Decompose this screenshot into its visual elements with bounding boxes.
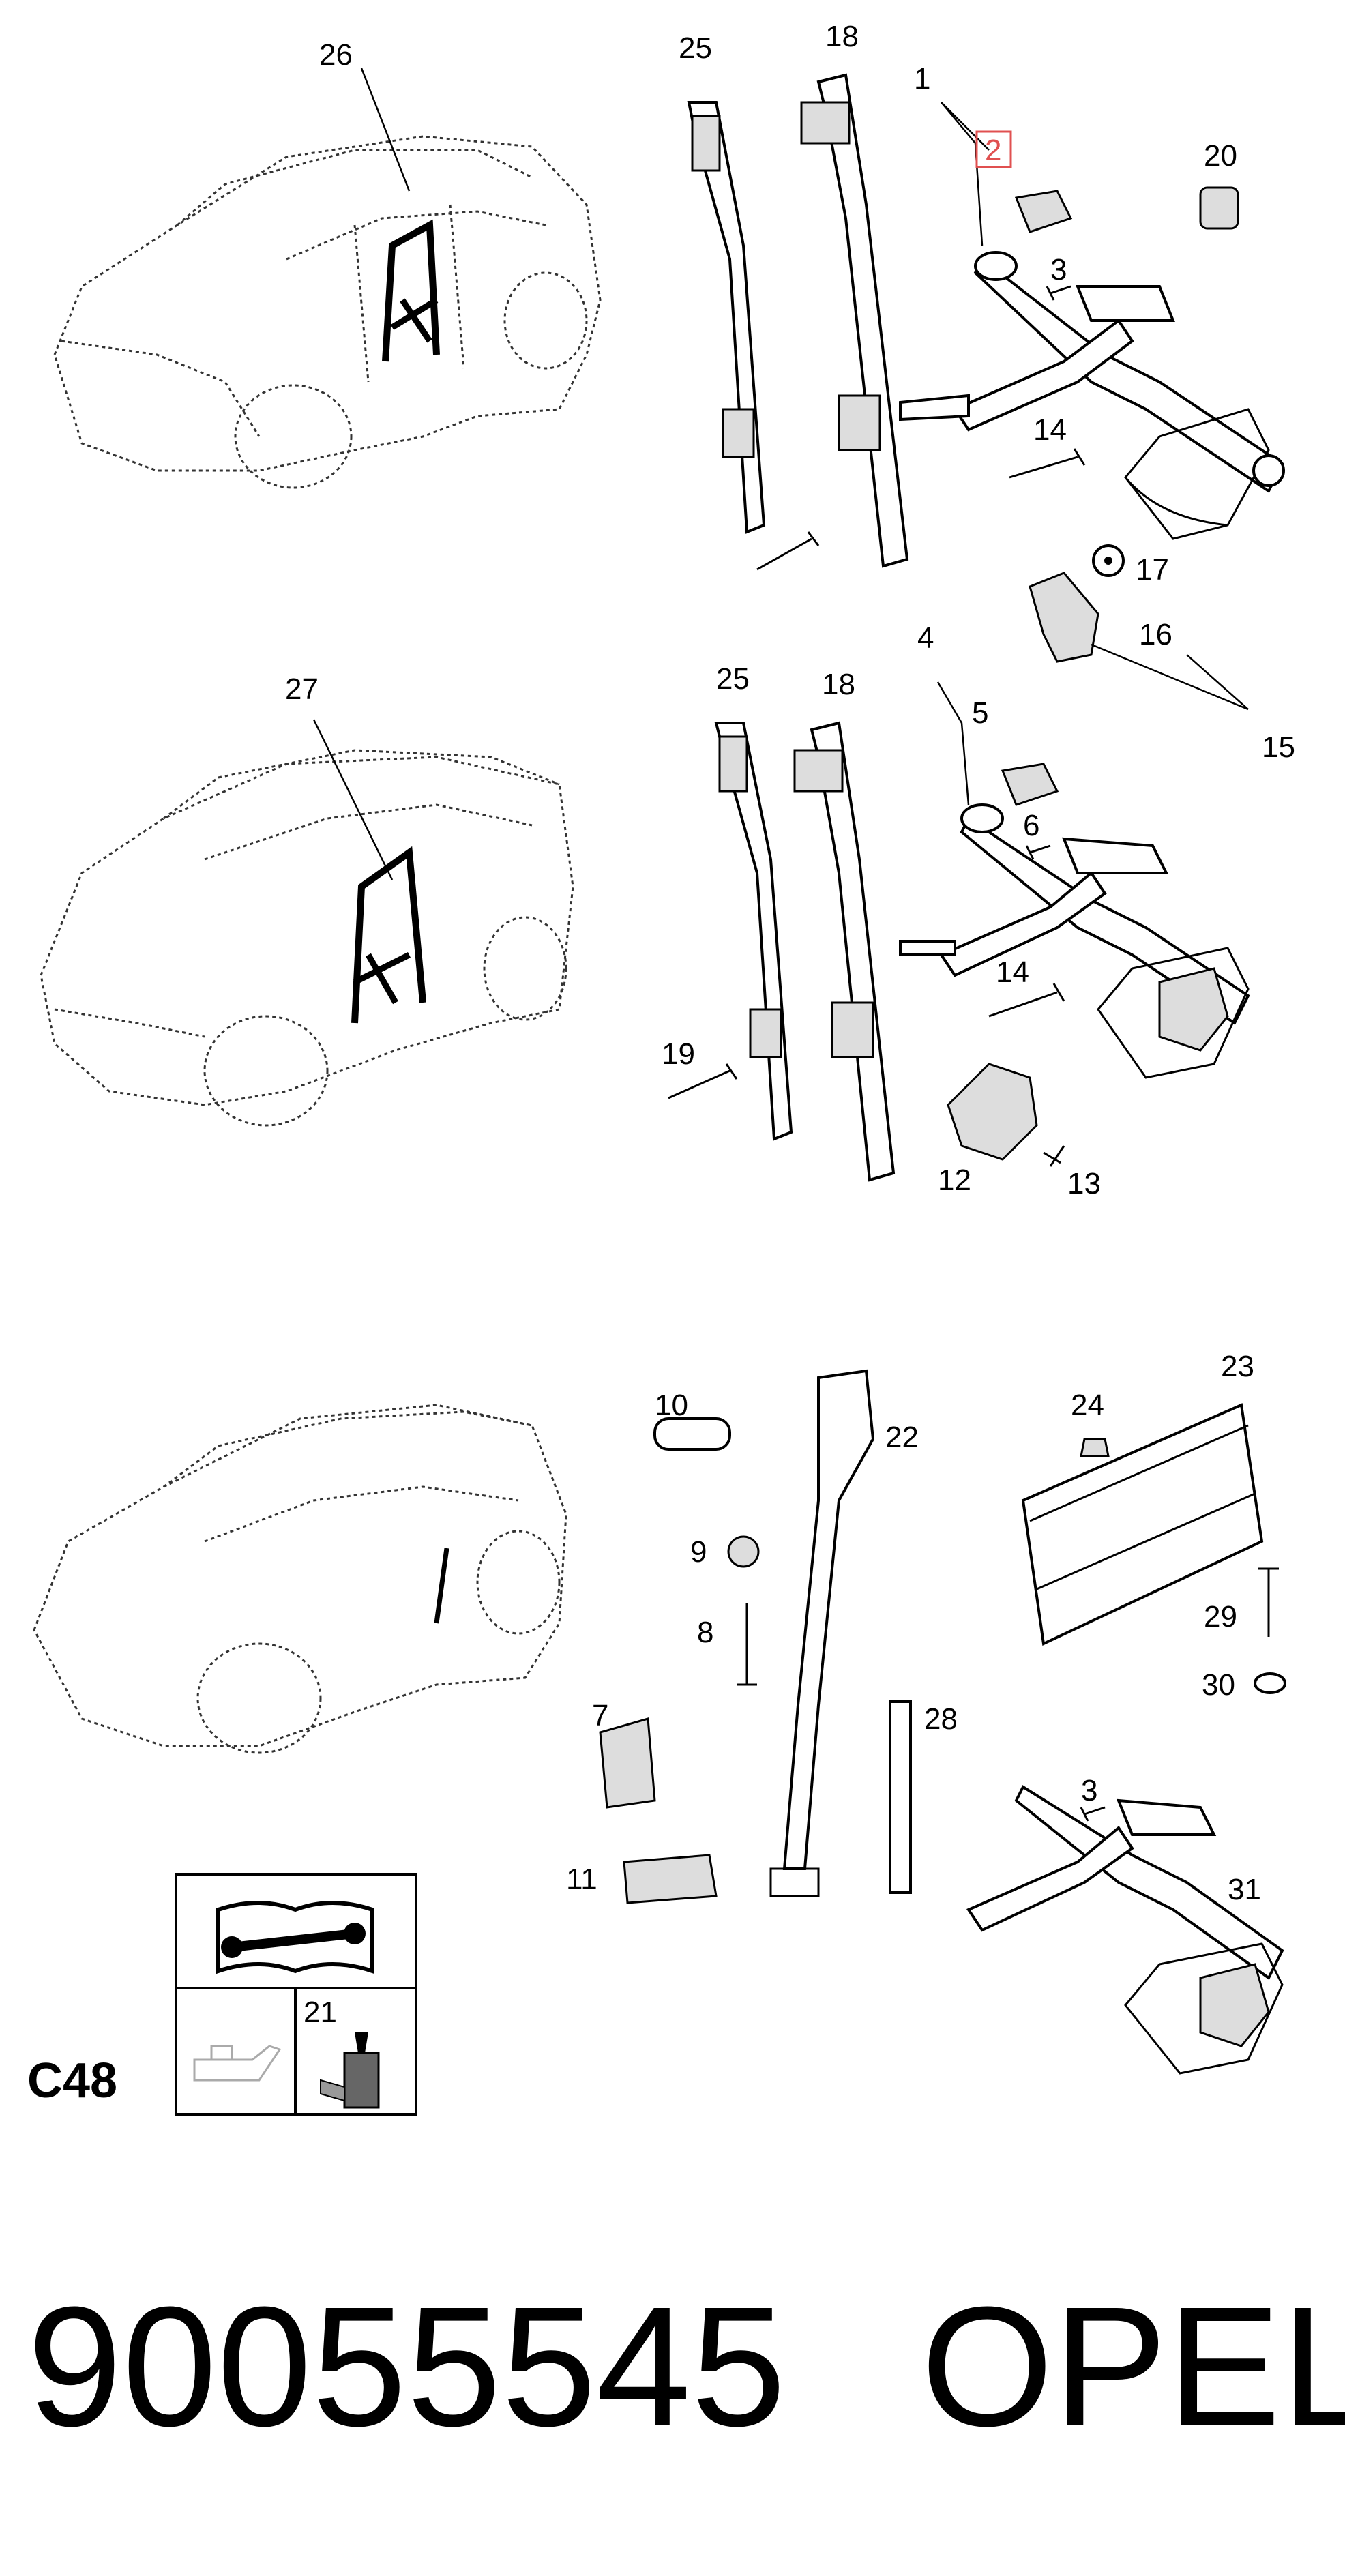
callout-22: 22: [885, 1421, 919, 1454]
strip-28: [889, 1700, 912, 1894]
oil-can-icon: [193, 2045, 282, 2082]
callout-18-mid: 18: [822, 668, 855, 701]
page-code: C48: [27, 2054, 118, 2108]
callout-10: 10: [655, 1389, 688, 1422]
door-frame-highlight-26: [382, 219, 440, 362]
callout-6: 6: [1023, 809, 1039, 842]
callout-14-top: 14: [1033, 413, 1067, 447]
callout-4: 4: [917, 621, 934, 655]
regulator-highlight-26: [390, 297, 439, 343]
callout-30: 30: [1202, 1668, 1235, 1702]
clip-5: [1001, 763, 1059, 806]
callout-25-mid: 25: [716, 662, 750, 696]
callout-21: 21: [304, 1996, 337, 2029]
callout-27: 27: [285, 672, 319, 706]
callout-17: 17: [1136, 553, 1169, 587]
window-regulator-31: [966, 1785, 1284, 2075]
callout-24: 24: [1071, 1389, 1104, 1422]
callout-2-highlight-box: [975, 130, 1012, 168]
window-regulator-1: [899, 251, 1285, 540]
rivet-14-top: [1009, 448, 1086, 479]
brand-name: OPEL: [921, 2271, 1345, 2461]
callout-18-top: 18: [825, 20, 859, 53]
guide-rail-18: [800, 73, 909, 568]
callout-23: 23: [1221, 1350, 1254, 1383]
rivet-14-b: [988, 983, 1065, 1018]
window-glass-23: [1021, 1403, 1264, 1646]
callout-16: 16: [1139, 618, 1172, 651]
screw-24: [1080, 1438, 1110, 1457]
callout-14-mid: 14: [996, 956, 1029, 989]
callout-9: 9: [690, 1535, 707, 1569]
screw-13: [1043, 1145, 1065, 1167]
callout-25-top: 25: [679, 31, 712, 65]
crank-handle-15: [1029, 572, 1099, 663]
car-coupe-sketch: [33, 1404, 567, 1754]
callout-1: 1: [914, 62, 930, 95]
callout-31: 31: [1228, 1873, 1261, 1906]
washer-30: [1254, 1672, 1286, 1694]
callout-28: 28: [924, 1702, 958, 1736]
rivet-19: [668, 1063, 738, 1099]
car-hatchback-sketch-top: [53, 135, 602, 489]
manual-book-wrench-icon: [216, 1901, 374, 1974]
car-mpv-sketch: [40, 749, 574, 1127]
holder-11: [623, 1854, 718, 1904]
callout-8: 8: [697, 1616, 713, 1649]
bushing-20: [1199, 186, 1239, 230]
guide-22: [782, 1369, 875, 1870]
window-regulator-4: [899, 803, 1250, 1079]
callout-3-top: 3: [1050, 253, 1067, 286]
part-footer: 90055545 OPEL: [27, 2264, 1345, 2469]
service-legend-box: [175, 1873, 417, 2116]
guide-rail-25-b: [714, 722, 793, 1141]
callout-20: 20: [1204, 139, 1237, 173]
bolt-29: [1258, 1567, 1279, 1637]
bolt-3: [1046, 285, 1071, 301]
cap-9: [727, 1535, 760, 1568]
callout-3-bottom: 3: [1081, 1774, 1097, 1807]
callout-2: 2: [985, 134, 1001, 167]
callout-19: 19: [662, 1037, 695, 1071]
bolt-3-b: [1080, 1806, 1106, 1822]
motor-12: [947, 1063, 1038, 1161]
part-number: 90055545: [27, 2271, 786, 2461]
bolt-6: [1025, 844, 1051, 860]
callout-12: 12: [938, 1164, 971, 1197]
callout-15: 15: [1262, 730, 1295, 764]
callout-26: 26: [319, 38, 353, 72]
callout-29: 29: [1204, 1600, 1237, 1633]
bracket-10: [653, 1417, 731, 1451]
adhesive-bottle-icon: [320, 2032, 380, 2109]
callout-labels: 26 25 18 1 2 20 3 14 17 16 15 27 25 18 4…: [285, 20, 1295, 2029]
clip-2: [1014, 190, 1073, 233]
guide-rail-18-b: [793, 721, 896, 1182]
callout-5: 5: [972, 696, 988, 730]
regulator-highlight-27: [353, 951, 411, 1005]
bolt-8: [737, 1603, 757, 1686]
clip-7: [599, 1717, 656, 1809]
door-frame-highlight-27: [351, 846, 426, 1024]
rivet-25-top: [756, 531, 820, 571]
guide-rail-25: [687, 101, 766, 534]
callout-7: 7: [592, 1699, 608, 1732]
callout-11: 11: [566, 1863, 597, 1896]
callout-13: 13: [1067, 1167, 1101, 1200]
regulator-highlight-coupe: [434, 1548, 449, 1624]
